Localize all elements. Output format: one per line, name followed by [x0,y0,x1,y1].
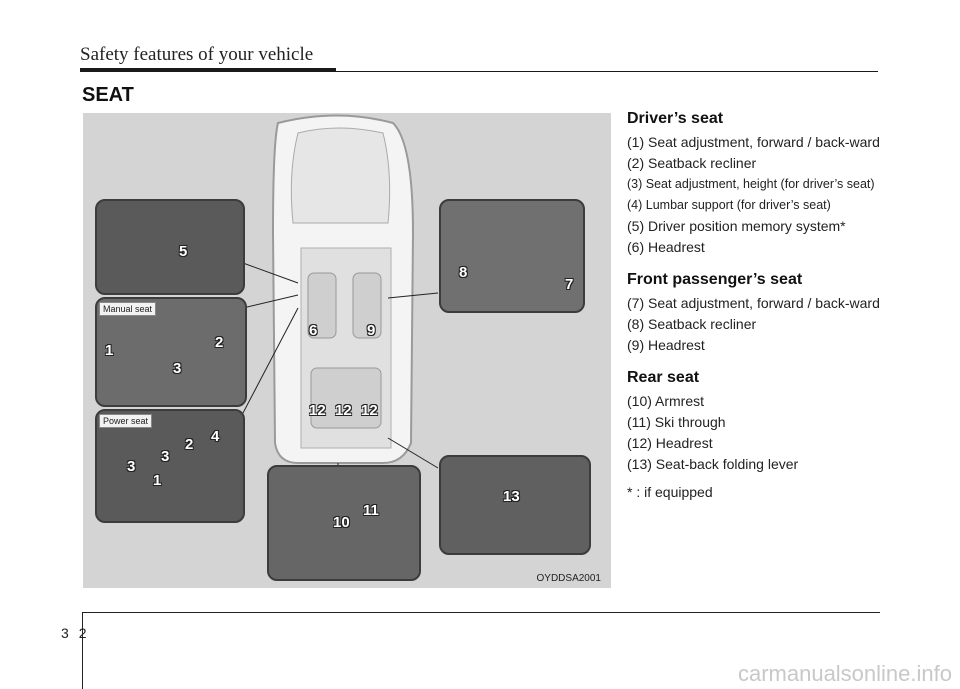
inset-folding-lever [439,455,591,555]
callout-11: 11 [363,502,379,519]
list-item: (12) Headrest [627,435,713,451]
header-title: Safety features of your vehicle [80,44,314,65]
list-item: (3) Seat adjustment, height (for driver’… [627,177,875,191]
callout-12-a: 12 [309,402,326,419]
callout-3-power-a: 3 [161,448,170,465]
inset-passenger-seat [439,199,585,313]
section-title: SEAT [82,84,134,106]
header-rule [80,68,336,72]
callout-5: 5 [179,243,188,260]
callout-7: 7 [565,276,574,293]
callout-8: 8 [459,264,468,281]
callout-13: 13 [503,488,520,505]
list-item: (13) Seat-back folding lever [627,456,799,472]
rear-seat-heading: Rear seat [627,369,700,386]
callout-3-power-b: 3 [127,458,136,475]
watermark: carmanualsonline.info [737,661,952,686]
seat-figure: Manual seat Power seat 5 1 2 3 4 2 3 3 1… [83,113,611,588]
list-item: (7) Seat adjustment, forward / back-ward [627,295,880,311]
list-item: (11) Ski through [627,414,726,430]
page-number-value: 2 [78,625,97,641]
callout-4-power: 4 [211,428,220,445]
list-item: (10) Armrest [627,393,705,409]
inset-manual-seat: Manual seat [95,297,247,407]
callout-10: 10 [333,514,350,531]
footnote: * : if equipped [627,484,713,500]
footer-rule [82,612,880,613]
list-item: (8) Seatback recliner [627,316,757,332]
chapter-number: 3 [61,625,79,641]
callout-2-manual: 2 [215,334,224,351]
power-seat-label: Power seat [99,414,153,428]
manual-seat-label: Manual seat [99,302,157,316]
callout-1-manual: 1 [105,342,114,359]
list-item: (6) Headrest [627,239,705,255]
figure-code: OYDDSA2001 [536,573,601,584]
callout-12-c: 12 [361,402,378,419]
callout-12-b: 12 [335,402,352,419]
car-top-view-illustration [242,114,439,469]
list-item: (9) Headrest [627,337,705,353]
list-item: (2) Seatback recliner [627,155,757,171]
inset-rear-armrest [267,465,421,581]
passenger-seat-heading: Front passenger’s seat [627,271,803,288]
seat-description: Driver’s seat (1) Seat adjustment, forwa… [627,110,887,500]
callout-9: 9 [367,322,376,339]
page-number: 32 [61,625,97,641]
callout-1-power: 1 [153,472,162,489]
callout-3-manual: 3 [173,360,182,377]
footer-divider [82,612,83,689]
list-item: (5) Driver position memory system* [627,218,846,234]
callout-2-power: 2 [185,436,194,453]
inset-memory-switch [95,199,245,295]
drivers-seat-heading: Driver’s seat [627,110,724,127]
callout-6: 6 [309,322,318,339]
header-rule-thin [80,71,878,72]
list-item: (4) Lumbar support (for driver’s seat) [627,198,831,212]
inset-power-seat: Power seat [95,409,245,523]
list-item: (1) Seat adjustment, forward / back-ward [627,134,880,150]
